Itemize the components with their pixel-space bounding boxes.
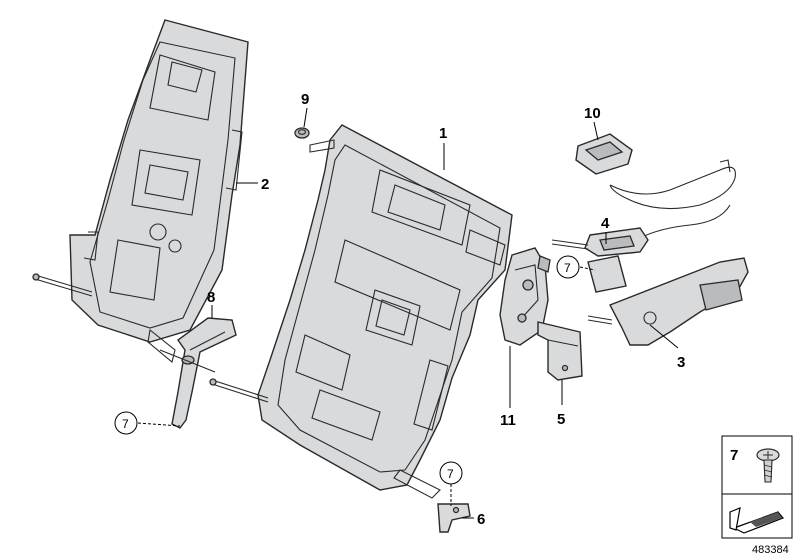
callout-11: 11 bbox=[500, 412, 516, 429]
callout-5: 5 bbox=[557, 411, 565, 428]
legend-screw-box: 7 bbox=[721, 435, 793, 495]
leader-3 bbox=[649, 324, 679, 349]
callout-8: 8 bbox=[207, 289, 215, 306]
leader-10 bbox=[593, 121, 599, 141]
leader-7-right bbox=[579, 266, 596, 271]
part-8-hinge-bracket[interactable] bbox=[159, 317, 237, 429]
callout-2: 2 bbox=[261, 176, 269, 193]
callout-9: 9 bbox=[301, 91, 309, 108]
part-2-left-backrest-frame[interactable] bbox=[32, 19, 249, 363]
part-6-lower-bracket[interactable] bbox=[437, 503, 471, 533]
leader-7-left bbox=[137, 422, 181, 427]
screw-icon bbox=[756, 448, 780, 483]
callout-10: 10 bbox=[584, 105, 601, 122]
diagram-id: 483384 bbox=[752, 544, 789, 556]
leader-9 bbox=[303, 107, 308, 128]
callout-7-left: 7 bbox=[114, 411, 138, 435]
svg-text:7: 7 bbox=[564, 261, 571, 275]
callout-4: 4 bbox=[601, 215, 610, 232]
callout-7-middle: 7 bbox=[439, 461, 463, 485]
part-4-release-cable[interactable] bbox=[551, 159, 736, 293]
svg-text:7: 7 bbox=[122, 417, 129, 431]
svg-text:7: 7 bbox=[447, 467, 454, 481]
part-11-lock-mechanism[interactable] bbox=[499, 247, 551, 346]
part-9-grommet[interactable] bbox=[294, 127, 310, 139]
callout-1: 1 bbox=[439, 125, 447, 142]
direction-arrow-box bbox=[721, 493, 793, 539]
callout-3: 3 bbox=[677, 354, 685, 371]
callout-7-right: 7 bbox=[556, 255, 580, 279]
callout-6: 6 bbox=[477, 511, 485, 528]
direction-arrow-icon bbox=[729, 507, 784, 534]
part-10-release-button[interactable] bbox=[575, 133, 633, 175]
part-3-side-bracket[interactable] bbox=[587, 257, 749, 346]
part-1-main-backrest-frame[interactable] bbox=[209, 124, 513, 499]
part-5-plate-bracket[interactable] bbox=[537, 321, 583, 381]
legend-screw-number: 7 bbox=[730, 447, 738, 464]
